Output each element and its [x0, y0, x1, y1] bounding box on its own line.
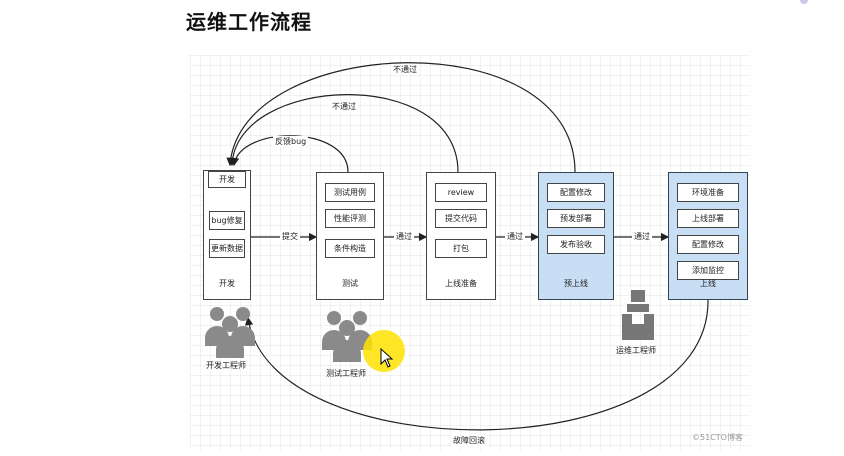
dev-top-box: 开发 [208, 171, 246, 188]
edge-label-pass-3: 通过 [632, 231, 652, 242]
ops-engineer-icon [622, 290, 654, 340]
edge-label-feedback: 反馈bug [273, 136, 309, 147]
role-label-test: 测试工程师 [326, 369, 366, 378]
stage-label-release: 上线 [700, 279, 716, 288]
edge-rollback [244, 299, 709, 431]
stage-label-prep: 上线准备 [445, 279, 477, 288]
task-test-case: 测试用例 [325, 183, 375, 202]
task-package: 打包 [435, 239, 487, 258]
watermark: ©51CTO博客 [692, 433, 743, 442]
edge-label-rollback: 故障回滚 [451, 435, 487, 446]
edge-fail-inner [228, 94, 459, 173]
stage-label-dev: 开发 [219, 279, 235, 288]
stage-label-test: 测试 [342, 279, 358, 288]
dev-team-icon [205, 307, 255, 358]
test-team-icon [322, 311, 372, 362]
page-title: 运维工作流程 [186, 10, 312, 34]
task-condition: 条件构造 [325, 239, 375, 258]
pointer-highlight [363, 330, 405, 372]
edge-label-fail-outer: 不通过 [391, 64, 419, 75]
task-bug-fix: bug修复 [209, 211, 245, 230]
role-label-ops: 运维工程师 [616, 346, 656, 355]
task-perf-eval: 性能评测 [325, 209, 375, 228]
stage-prep: review 提交代码 打包 上线准备 [426, 172, 496, 300]
role-label-dev: 开发工程师 [206, 361, 246, 370]
task-add-monitor: 添加监控 [677, 261, 739, 280]
diagram-canvas [190, 55, 750, 450]
edge-label-pass-2: 通过 [505, 231, 525, 242]
edge-label-submit: 提交 [280, 231, 300, 242]
stage-test: 测试用例 性能评测 条件构造 测试 [316, 172, 384, 300]
task-pre-deploy: 预发部署 [547, 209, 605, 228]
task-update-data: 更新数据 [209, 239, 245, 258]
edge-label-fail-inner: 不通过 [330, 101, 358, 112]
task-review: review [435, 183, 487, 202]
task-config-modify-2: 配置修改 [677, 235, 739, 254]
edge-fail-outer [226, 62, 576, 173]
stage-release: 环境准备 上线部署 配置修改 添加监控 上线 [668, 172, 748, 300]
task-config-modify: 配置修改 [547, 183, 605, 202]
edge-feedback [230, 135, 349, 173]
decorative-dot [800, 0, 808, 4]
stage-dev: 开发 bug修复 更新数据 开发 [203, 170, 251, 300]
task-commit: 提交代码 [435, 209, 487, 228]
task-release-check: 发布验收 [547, 235, 605, 254]
mouse-cursor-icon [380, 348, 394, 368]
task-env-prep: 环境准备 [677, 183, 739, 202]
stage-label-pre-release: 预上线 [564, 279, 588, 288]
stage-pre-release: 配置修改 预发部署 发布验收 预上线 [538, 172, 614, 300]
edge-label-pass-1: 通过 [394, 231, 414, 242]
task-deploy: 上线部署 [677, 209, 739, 228]
